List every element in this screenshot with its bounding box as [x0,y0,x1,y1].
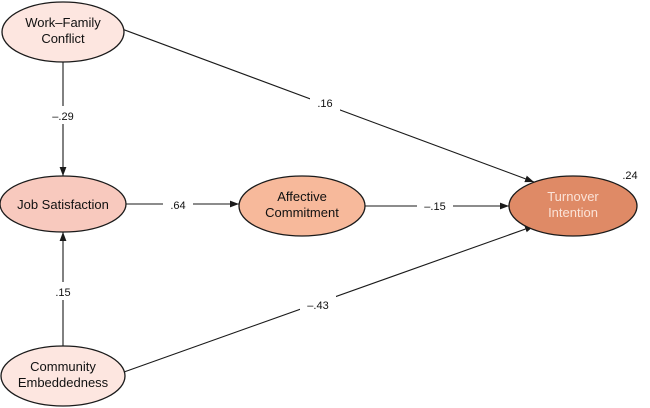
node-community-embeddedness-shape [0,345,126,407]
node-affective-commitment-line-1: Affective [277,189,327,204]
coef-ce-to-js: .15 [48,282,78,300]
r-squared-turnover-intention: .24 [622,170,637,182]
node-turnover-intention: Turnover Intention [508,175,638,237]
node-work-family-conflict-line-2: Conflict [41,31,85,46]
svg-text:–.15: –.15 [424,201,445,213]
node-work-family-conflict: Work–Family Conflict [1,1,125,63]
node-affective-commitment-line-2: Commitment [265,205,339,220]
svg-text:.64: .64 [170,200,185,212]
node-turnover-intention-line-1: Turnover [547,189,599,204]
svg-text:–.29: –.29 [52,111,73,123]
node-job-satisfaction-line-1: Job Satisfaction [17,197,109,212]
node-turnover-intention-line-2: Intention [548,205,598,220]
node-turnover-intention-shape [508,175,638,237]
node-work-family-conflict-line-1: Work–Family [25,15,101,30]
node-job-satisfaction: Job Satisfaction [0,175,127,233]
node-affective-commitment-shape [238,175,366,237]
node-community-embeddedness-line-1: Community [30,359,96,374]
coef-ce-to-ti: –.43 [300,296,336,314]
coef-wfc-to-js: –.29 [46,106,80,124]
coef-js-to-ac: .64 [163,196,193,213]
node-community-embeddedness: Community Embeddedness [0,345,126,407]
node-work-family-conflict-shape [1,1,125,63]
svg-text:–.43: –.43 [307,300,328,312]
svg-text:.15: .15 [55,287,70,299]
node-community-embeddedness-line-2: Embeddedness [18,375,109,390]
coef-ac-to-ti: –.15 [417,198,453,215]
coef-wfc-to-ti: .16 [310,94,340,112]
svg-text:.16: .16 [317,98,332,110]
node-affective-commitment: Affective Commitment [238,175,366,237]
node-job-satisfaction-shape [0,175,127,233]
